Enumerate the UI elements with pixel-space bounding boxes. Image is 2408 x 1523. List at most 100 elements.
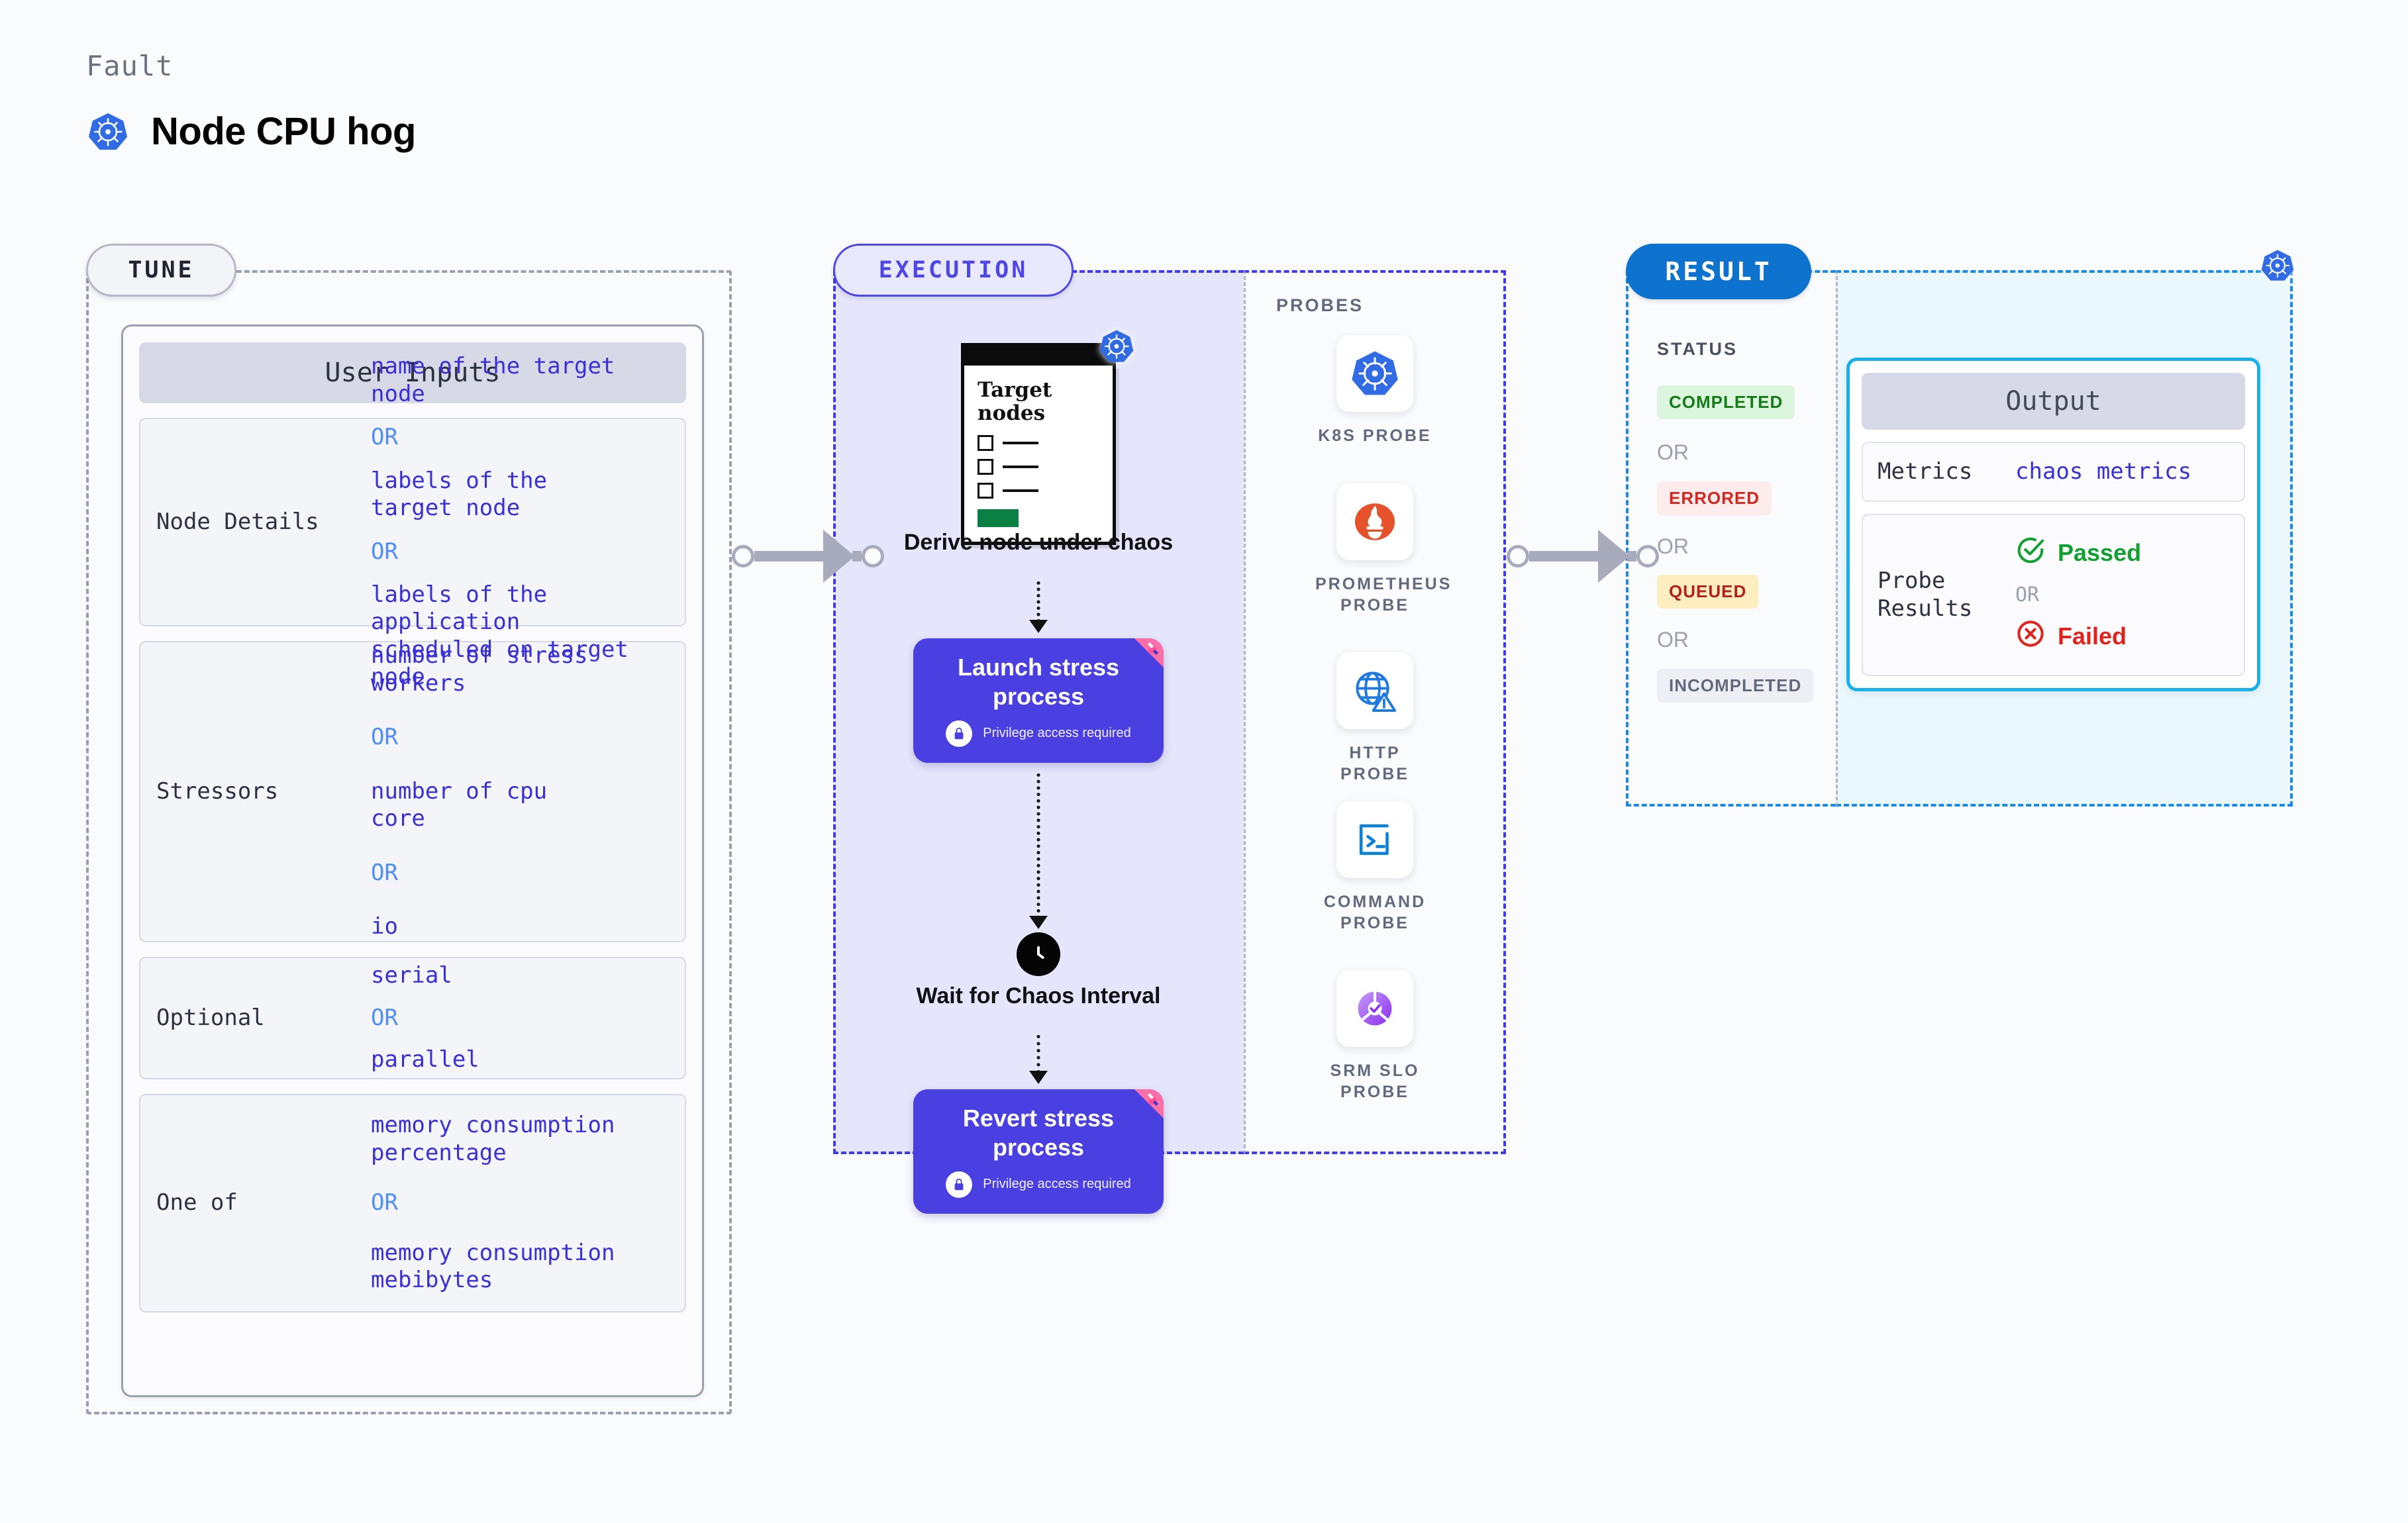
probe-label: PROMETHEUS PROBE <box>1315 575 1452 614</box>
table-row: Optional serial OR parallel <box>139 957 686 1079</box>
probe-label: SRM SLO PROBE <box>1330 1061 1420 1101</box>
step-launch-stress-process[interactable]: Launch stress process Privilege access r… <box>913 638 1164 763</box>
connector-endpoint <box>732 545 754 567</box>
lock-icon <box>946 1171 973 1198</box>
probe-k8s[interactable]: K8S PROBE <box>1315 335 1434 446</box>
placeholder-line <box>1003 489 1038 493</box>
arrow-icon <box>1029 1071 1048 1084</box>
or-label: OR <box>1657 440 1689 464</box>
connector-endpoint <box>1507 545 1529 567</box>
or-label: OR <box>371 859 398 886</box>
clock-icon <box>1017 932 1060 976</box>
arrow-icon <box>1029 620 1048 633</box>
value-text: serial <box>371 962 452 989</box>
connector-line <box>1529 551 1599 562</box>
tune-pill[interactable]: TUNE <box>86 244 236 297</box>
probe-label: COMMAND PROBE <box>1323 893 1427 932</box>
row-values: serial OR parallel <box>371 962 685 1073</box>
value-text: name of the target node <box>371 353 615 407</box>
output-row-probe-results: Probe Results Passed OR <box>1862 513 2245 676</box>
status-badge-queued: QUEUED <box>1657 575 1759 609</box>
slo-donut-icon <box>1336 970 1413 1047</box>
row-values: number of stress workers OR number of cp… <box>371 642 685 940</box>
kubernetes-icon <box>1099 328 1134 368</box>
connector-tune-to-execution <box>732 530 884 583</box>
value-text: number of cpu core <box>371 777 548 832</box>
value-text: number of stress workers <box>371 642 588 697</box>
step-revert-stress-process[interactable]: Revert stress process Privilege access r… <box>913 1089 1164 1214</box>
target-nodes-title: Target nodes <box>978 378 1052 425</box>
row-values: memory consumption percentage OR memory … <box>371 1112 685 1294</box>
probe-result-failed: Failed <box>2015 618 2244 655</box>
value-text: labels of the application scheduled on t… <box>371 581 628 691</box>
or-label: OR <box>2015 583 2040 607</box>
placeholder-line <box>1003 442 1038 445</box>
row-label: Stressors <box>156 777 279 805</box>
probes-title: PROBES <box>1276 295 1364 315</box>
table-row: One of memory consumption percentage OR … <box>139 1094 686 1312</box>
flow-connector <box>1036 773 1040 919</box>
execution-pill[interactable]: EXECUTION <box>833 244 1074 297</box>
lock-icon <box>946 720 973 747</box>
row-label: Probe Results <box>1878 567 1973 622</box>
globe-warning-icon <box>1336 652 1413 729</box>
step-title: Launch stress process <box>957 654 1120 710</box>
probe-label: HTTP PROBE <box>1340 744 1409 783</box>
kubernetes-icon <box>1336 335 1413 412</box>
step-subtitle: Privilege access required <box>983 726 1131 741</box>
output-title: Output <box>1862 373 2245 430</box>
list-item <box>978 435 1099 452</box>
value-text: memory consumption mebibytes <box>371 1239 615 1294</box>
checkbox-icon <box>978 483 993 499</box>
tune-region <box>86 270 732 1414</box>
arrow-icon <box>1598 530 1630 583</box>
prometheus-icon <box>1336 483 1413 560</box>
status-bar <box>978 509 1019 528</box>
probe-label: K8S PROBE <box>1318 426 1432 445</box>
probe-result-passed: Passed <box>2015 535 2244 571</box>
row-values: Passed OR Failed <box>2015 535 2244 655</box>
card-titlebar <box>961 343 1116 366</box>
or-label: OR <box>371 1189 398 1216</box>
user-inputs-title: User Inputs <box>139 342 686 403</box>
connector-line <box>852 551 862 562</box>
litmus-ribbon-icon <box>1119 638 1164 683</box>
probe-prometheus[interactable]: PROMETHEUS PROBE <box>1315 483 1452 616</box>
step-label-wait: Wait for Chaos Interval <box>916 983 1161 1008</box>
row-label: One of <box>156 1189 238 1216</box>
arrow-icon <box>823 530 855 583</box>
table-row: Stressors number of stress workers OR nu… <box>139 641 686 942</box>
probe-http[interactable]: HTTP PROBE <box>1315 652 1434 785</box>
or-label: OR <box>1657 628 1689 652</box>
result-pill[interactable]: RESULT <box>1626 244 1811 299</box>
status-badge-incompleted: INCOMPLETED <box>1657 669 1814 703</box>
value-text: io <box>371 913 398 940</box>
or-label: OR <box>371 1004 398 1031</box>
card-body: Target nodes <box>961 366 1116 546</box>
probe-srm-slo[interactable]: SRM SLO PROBE <box>1315 970 1434 1103</box>
status-badge-errored: ERRORED <box>1657 481 1772 515</box>
value-text: labels of the target node <box>371 467 548 522</box>
flow-connector <box>1036 581 1040 622</box>
arrow-icon <box>1029 916 1048 929</box>
value-text: memory consumption percentage <box>371 1112 615 1166</box>
step-label-derive: Derive node under chaos <box>903 530 1174 555</box>
row-label: Node Details <box>156 508 319 535</box>
status-title: STATUS <box>1657 339 1738 359</box>
kubernetes-icon <box>87 111 128 152</box>
output-card: Output Metrics chaos metrics Probe Resul… <box>1846 358 2260 691</box>
page-title: Node CPU hog <box>151 110 416 153</box>
step-subtitle-row: Privilege access required <box>913 720 1164 747</box>
execution-flow: Target nodes <box>833 270 1244 1214</box>
or-label: OR <box>371 724 398 751</box>
placeholder-line <box>1003 466 1038 469</box>
or-label: OR <box>1657 534 1689 558</box>
row-values: chaos metrics <box>2015 458 2244 485</box>
terminal-icon <box>1336 801 1413 878</box>
row-label: Metrics <box>1878 458 1973 485</box>
fault-kicker: Fault <box>86 50 174 82</box>
or-label: OR <box>371 538 398 565</box>
row-label: Optional <box>156 1004 265 1031</box>
probe-command[interactable]: COMMAND PROBE <box>1315 801 1434 934</box>
